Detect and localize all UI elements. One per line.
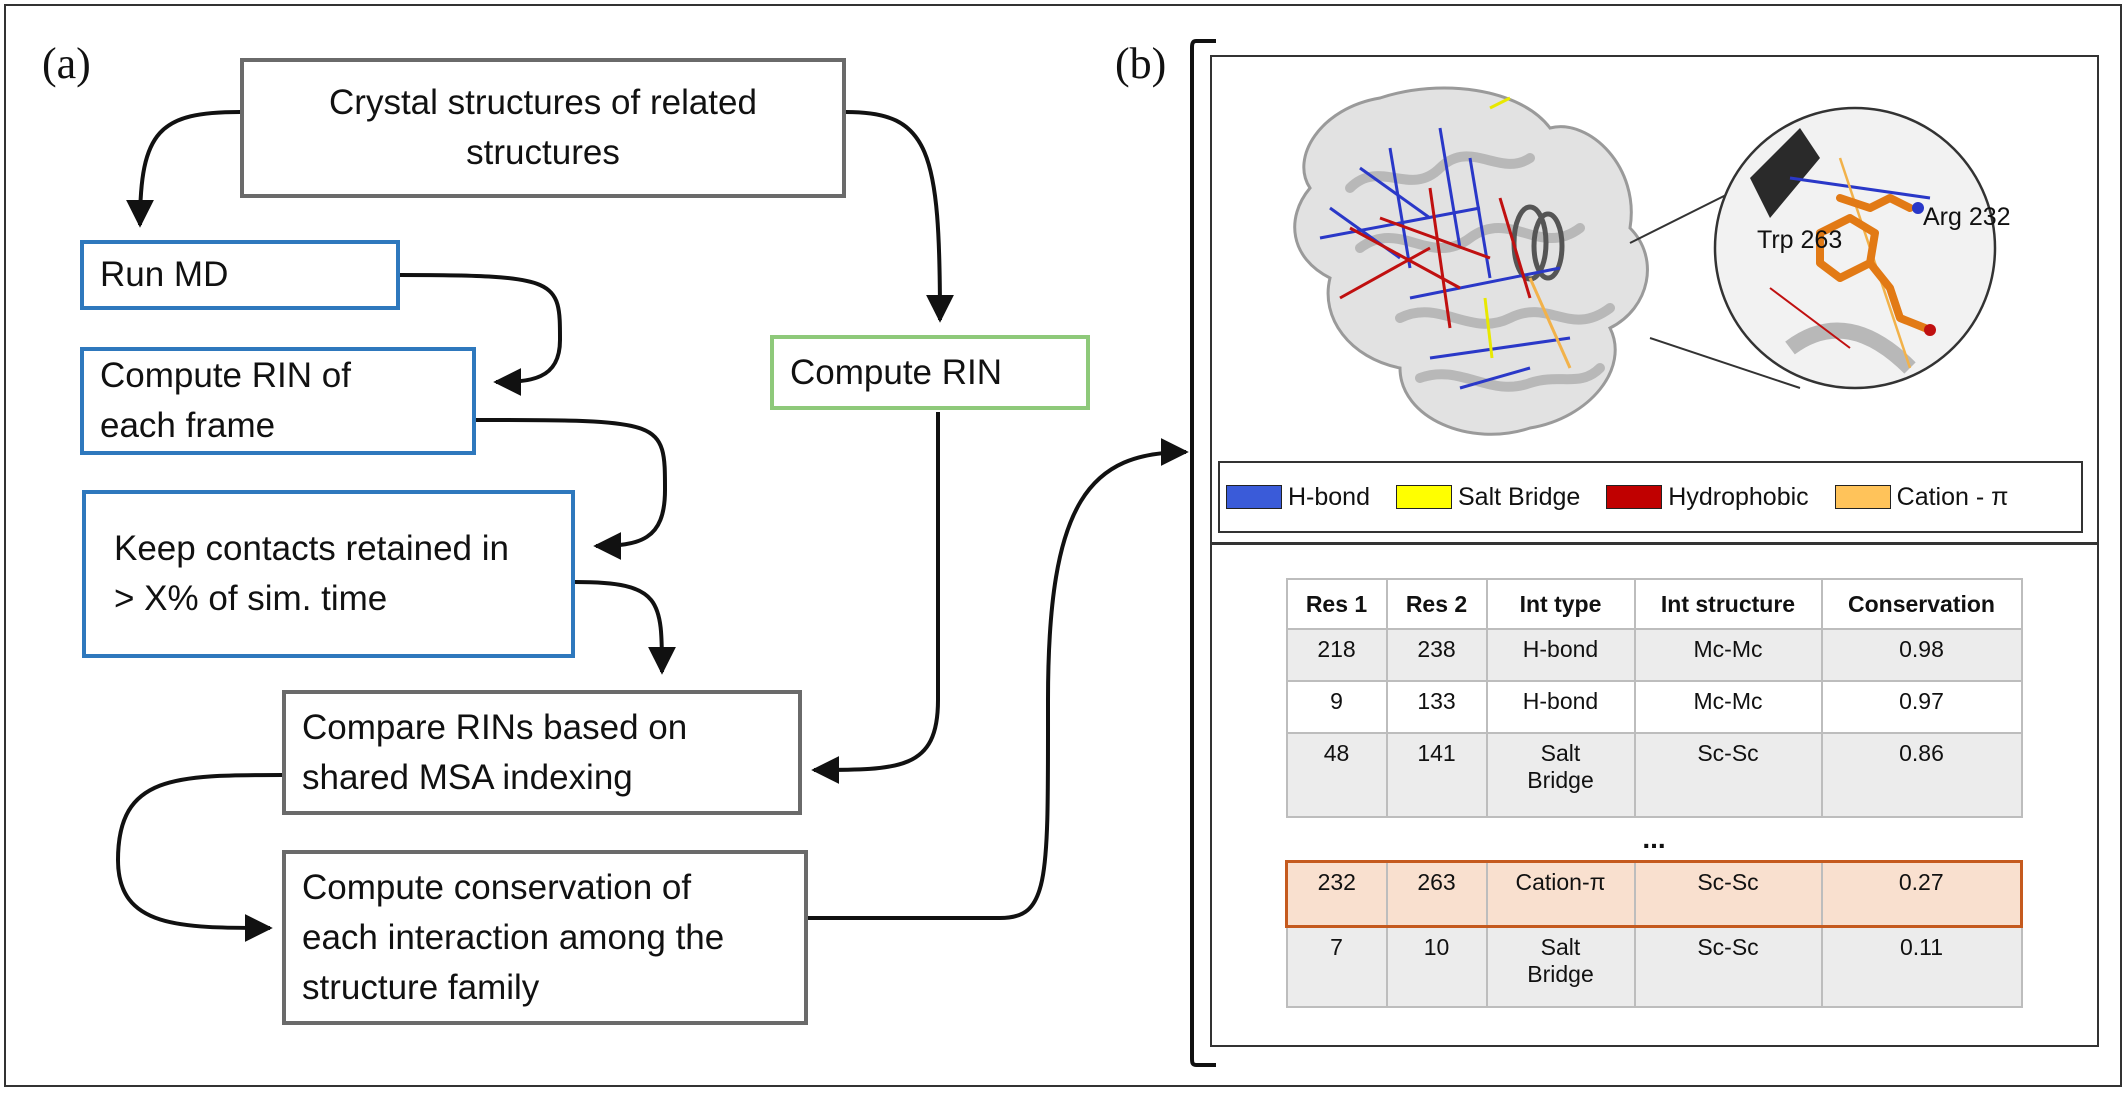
cell-res1: 218 xyxy=(1285,628,1388,682)
legend-item-hbond: H-bond xyxy=(1226,483,1370,512)
legend-label-hbond: H-bond xyxy=(1288,482,1370,511)
legend-label-cation-pi: Cation - π xyxy=(1896,482,2009,511)
compute-rin-frame-box: Compute RIN of each frame xyxy=(80,347,476,455)
legend-label-salt-bridge: Salt Bridge xyxy=(1458,482,1581,511)
compare-rins-line-2: shared MSA indexing xyxy=(302,757,633,797)
compare-rins-line-1: Compare RINs based on xyxy=(302,707,688,747)
run-md-box: Run MD xyxy=(80,240,400,310)
arrow-keep-to-compare xyxy=(574,580,676,675)
table-row: 48 141 Salt Bridge Sc-Sc 0.86 xyxy=(1285,732,2023,818)
arrow-crystal-to-runmd xyxy=(126,110,241,228)
trp-label: Trp 263 xyxy=(1757,226,1842,254)
cell-res2: 141 xyxy=(1385,732,1488,818)
interaction-legend: H-bond Salt Bridge Hydrophobic Cation - … xyxy=(1218,461,2083,533)
protein-ribbon xyxy=(1293,86,1649,436)
cell-int-structure: Sc-Sc xyxy=(1633,860,1823,928)
cell-conservation: 0.86 xyxy=(1820,732,2023,818)
cell-conservation: 0.11 xyxy=(1820,925,2023,1008)
arrow-rinframe-to-keep xyxy=(475,418,668,560)
cell-int-type: H-bond xyxy=(1485,680,1636,734)
arg-label: Arg 232 xyxy=(1923,203,2011,231)
compute-conservation-box: Compute conservation of each interaction… xyxy=(282,850,808,1025)
legend-swatch-salt-bridge xyxy=(1396,485,1452,509)
table-row: 7 10 Salt Bridge Sc-Sc 0.11 xyxy=(1285,925,2023,1008)
zoom-inset xyxy=(1713,106,1997,390)
arrow-compare-to-conservation xyxy=(115,773,283,942)
cell-res2: 238 xyxy=(1385,628,1488,682)
protein-structure-image: Trp 263 Arg 232 xyxy=(1293,86,2011,436)
cell-res2: 133 xyxy=(1385,680,1488,734)
run-md-label: Run MD xyxy=(100,255,229,294)
legend-label-hydrophobic: Hydrophobic xyxy=(1668,482,1809,511)
table-ellipsis: ... xyxy=(1286,817,2022,862)
compute-conservation-line-3: structure family xyxy=(302,967,540,1007)
header-int-type: Int type xyxy=(1485,578,1636,630)
crystal-structures-box: Crystal structures of related structures xyxy=(240,58,846,198)
cell-int-type: Cation-π xyxy=(1485,860,1636,928)
cell-int-structure: Mc-Mc xyxy=(1633,628,1823,682)
legend-swatch-hbond xyxy=(1226,485,1282,509)
panel-b-label: (b) xyxy=(1115,39,1167,88)
cell-res2: 10 xyxy=(1385,925,1488,1008)
arrow-runmd-to-rinframe xyxy=(399,273,563,396)
figure-frame xyxy=(4,4,2122,1087)
compute-rin-label: Compute RIN xyxy=(790,352,1003,392)
legend-item-cation-pi: Cation - π xyxy=(1834,482,2009,512)
cell-int-structure: Sc-Sc xyxy=(1633,732,1823,818)
keep-contacts-box: Keep contacts retained in > X% of sim. t… xyxy=(82,490,575,658)
cell-conservation: 0.98 xyxy=(1820,628,2023,682)
panel-b-bracket xyxy=(1190,39,1216,1067)
cell-int-structure: Sc-Sc xyxy=(1633,925,1823,1008)
compute-conservation-line-1: Compute conservation of xyxy=(302,867,692,907)
crystal-line-1: Crystal structures of related xyxy=(329,83,757,122)
keep-contacts-line-2: > X% of sim. time xyxy=(114,579,388,618)
table-ellipsis-row: ... xyxy=(1286,817,2022,862)
panel-b-divider xyxy=(1210,542,2099,545)
cell-res2: 263 xyxy=(1385,860,1488,928)
table-row-highlighted: 232 263 Cation-π Sc-Sc 0.27 xyxy=(1285,860,2023,928)
panel-a-label: (a) xyxy=(42,39,91,88)
table-header-row: Res 1 Res 2 Int type Int structure Conse… xyxy=(1285,578,2023,630)
arrow-crystal-to-computerin xyxy=(845,110,954,323)
cell-conservation: 0.27 xyxy=(1820,860,2023,928)
compare-rins-box: Compare RINs based on shared MSA indexin… xyxy=(282,690,802,815)
legend-swatch-hydrophobic xyxy=(1606,485,1663,509)
arrow-computerin-to-compare xyxy=(811,412,940,784)
table-row: 218 238 H-bond Mc-Mc 0.98 xyxy=(1285,628,2023,682)
cell-int-type: Salt Bridge xyxy=(1485,925,1636,1008)
cell-int-type: H-bond xyxy=(1485,628,1636,682)
arrow-conservation-to-panelb xyxy=(808,438,1189,920)
header-int-structure: Int structure xyxy=(1633,578,1823,630)
cell-res1: 48 xyxy=(1285,732,1388,818)
legend-item-salt-bridge: Salt Bridge xyxy=(1396,483,1580,512)
keep-contacts-line-1: Keep contacts retained in xyxy=(114,529,509,568)
table-row: 9 133 H-bond Mc-Mc 0.97 xyxy=(1285,680,2023,734)
cell-conservation: 0.97 xyxy=(1820,680,2023,734)
cell-res1: 232 xyxy=(1285,860,1388,928)
cell-res1: 9 xyxy=(1285,680,1388,734)
cell-int-structure: Mc-Mc xyxy=(1633,680,1823,734)
compute-rin-frame-line-1: Compute RIN of xyxy=(100,356,351,395)
header-res1: Res 1 xyxy=(1285,578,1388,630)
compute-rin-box: Compute RIN xyxy=(770,335,1090,410)
cell-int-type: Salt Bridge xyxy=(1485,732,1636,818)
legend-item-hydrophobic: Hydrophobic xyxy=(1606,482,1809,512)
cell-res1: 7 xyxy=(1285,925,1388,1008)
panel-b-frame xyxy=(1210,55,2099,1047)
compute-conservation-line-2: each interaction among the xyxy=(302,917,725,957)
compute-rin-frame-line-2: each frame xyxy=(100,406,276,445)
header-conservation: Conservation xyxy=(1820,578,2023,630)
conservation-table: Res 1 Res 2 Int type Int structure Conse… xyxy=(1285,578,2023,1008)
interaction-lines xyxy=(1319,96,1572,390)
legend-swatch-cation-pi xyxy=(1834,485,1891,509)
header-res2: Res 2 xyxy=(1385,578,1488,630)
crystal-line-2: structures xyxy=(466,133,620,172)
